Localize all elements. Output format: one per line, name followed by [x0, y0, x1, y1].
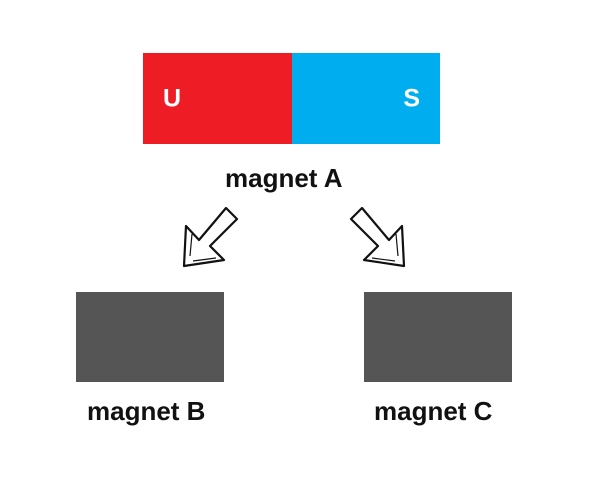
magnet-c-block: [364, 292, 512, 382]
magnet-c-label: magnet C: [374, 396, 493, 426]
magnet-a-label: magnet A: [225, 163, 343, 193]
magnet-a-right-pole: S: [291, 53, 440, 144]
arrow-down-right-icon: [349, 206, 406, 268]
magnet-a-left-pole: U: [143, 53, 292, 144]
right-pole-letter: S: [403, 84, 420, 112]
magnet-b-block: [76, 292, 224, 382]
arrow-down-left-icon: [182, 206, 239, 268]
left-pole-letter: U: [163, 84, 182, 112]
magnet-b-label: magnet B: [87, 396, 206, 426]
magnet-a: U S: [143, 53, 440, 144]
